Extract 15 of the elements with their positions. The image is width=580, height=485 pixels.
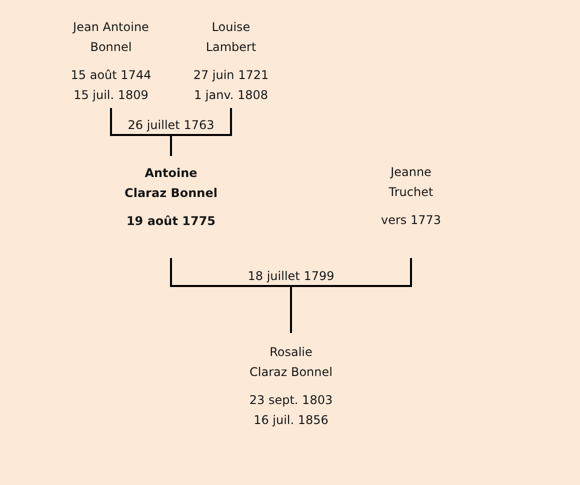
death-date: 16 juil. 1856 <box>254 412 328 429</box>
person-name: Jean Antoine Bonnel <box>71 19 150 56</box>
person-name: Jeanne Truchet <box>388 164 434 201</box>
death-date: 15 juil. 1809 <box>74 87 148 104</box>
birth-date: 27 juin 1721 <box>193 67 269 84</box>
birth-date: vers 1773 <box>380 212 442 229</box>
birth-date: 23 sept. 1803 <box>249 392 333 409</box>
connector-line <box>290 258 412 333</box>
birth-date: 19 août 1775 <box>126 213 216 230</box>
connector-line <box>170 108 232 156</box>
person-name: Louise Lambert <box>204 19 258 56</box>
person-name: Rosalie Claraz Bonnel <box>248 344 334 381</box>
birth-date: 15 août 1744 <box>70 67 152 84</box>
person-name: Antoine Claraz Bonnel <box>124 165 218 202</box>
death-date: 1 janv. 1808 <box>194 87 268 104</box>
